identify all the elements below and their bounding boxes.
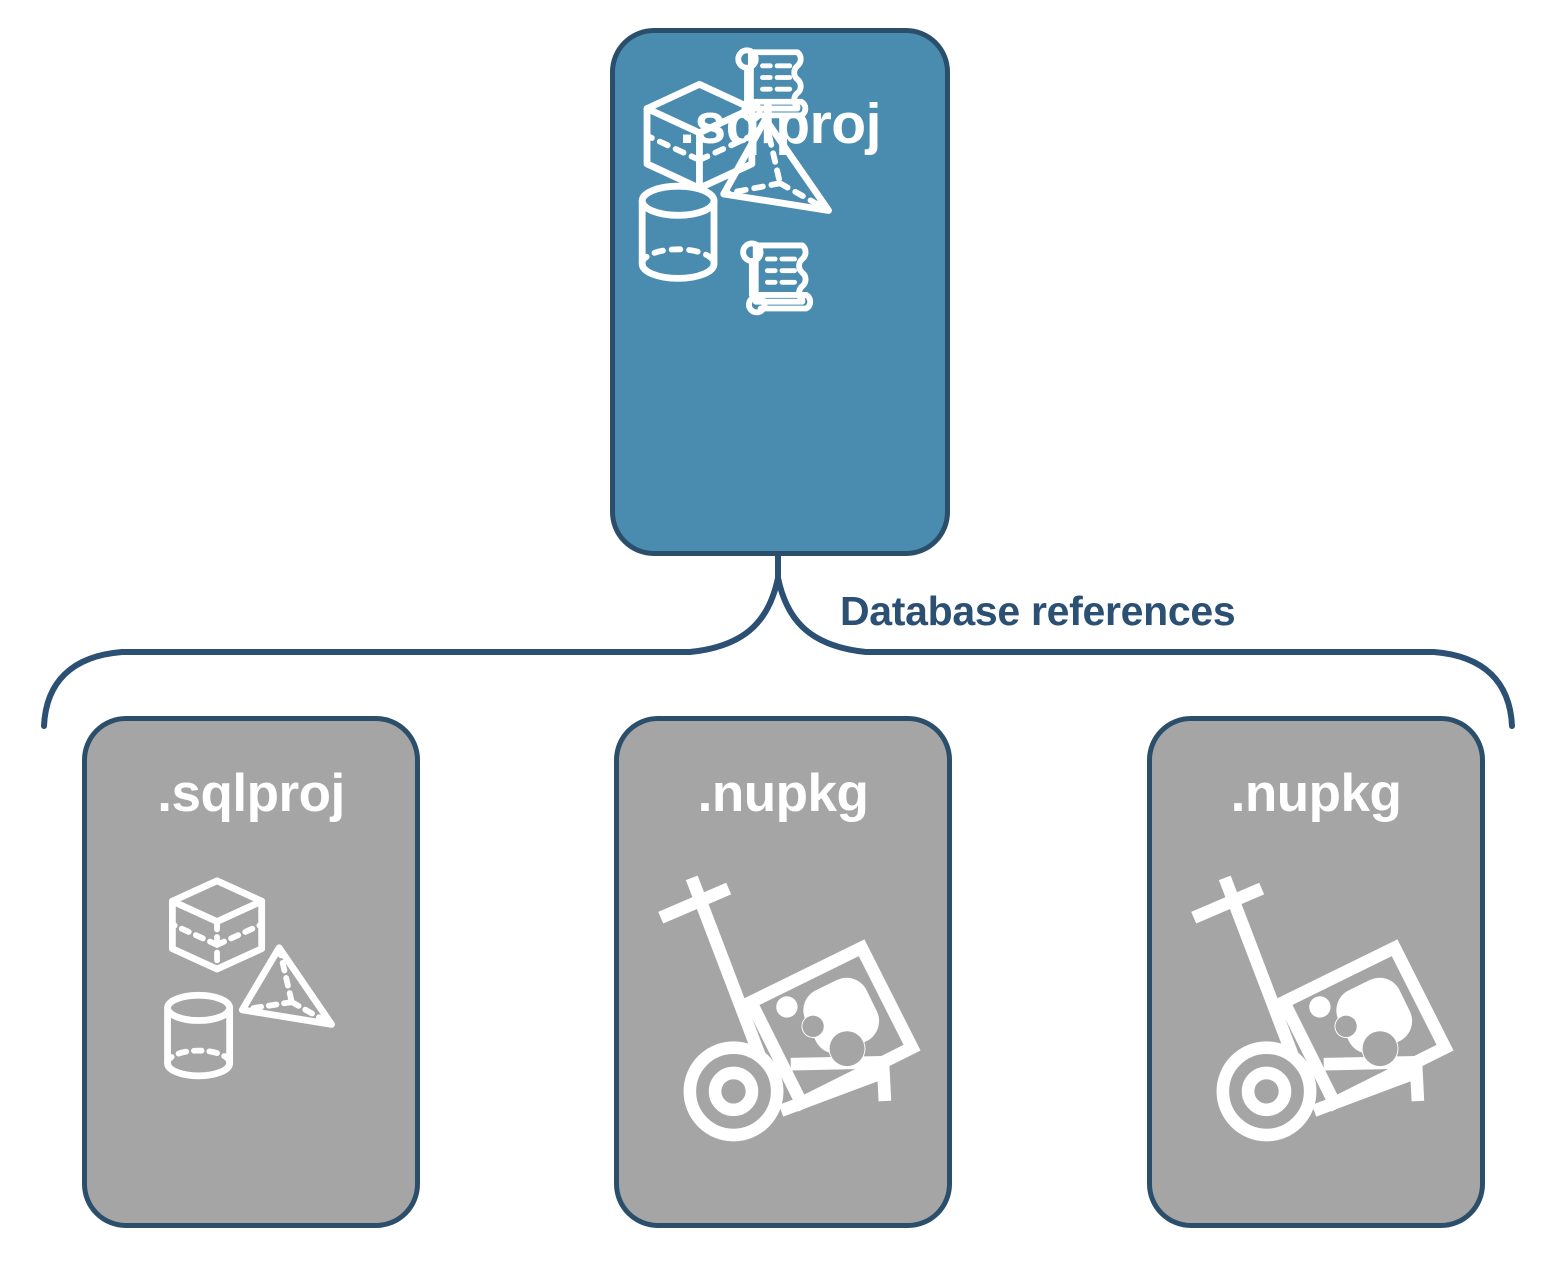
pyramid-wireframe-icon xyxy=(238,944,335,1028)
database-references-label: Database references xyxy=(840,588,1236,634)
node-sqlproj-root[interactable]: .sqlproj xyxy=(610,28,950,556)
node-nupkg-reference-2[interactable]: .nupkg xyxy=(1147,716,1485,1228)
scroll-icon xyxy=(740,240,814,316)
cylinder-wireframe-icon xyxy=(638,182,718,282)
node-root-title: .sqlproj xyxy=(679,92,881,156)
cube-wireframe-icon xyxy=(169,877,266,973)
node-sqlproj-reference[interactable]: .sqlproj xyxy=(82,716,420,1228)
node-ref-3-title: .nupkg xyxy=(1230,764,1402,823)
hand-truck-package-icon xyxy=(1191,875,1454,1142)
node-ref-2-title: .nupkg xyxy=(697,764,869,823)
node-nupkg-reference-1[interactable]: .nupkg xyxy=(614,716,952,1228)
brace-right-arm xyxy=(775,575,1515,729)
cylinder-wireframe-icon xyxy=(164,991,234,1080)
brace-left-arm xyxy=(41,575,781,729)
hand-truck-package-icon xyxy=(658,875,921,1142)
node-ref-1-title: .sqlproj xyxy=(157,764,345,823)
